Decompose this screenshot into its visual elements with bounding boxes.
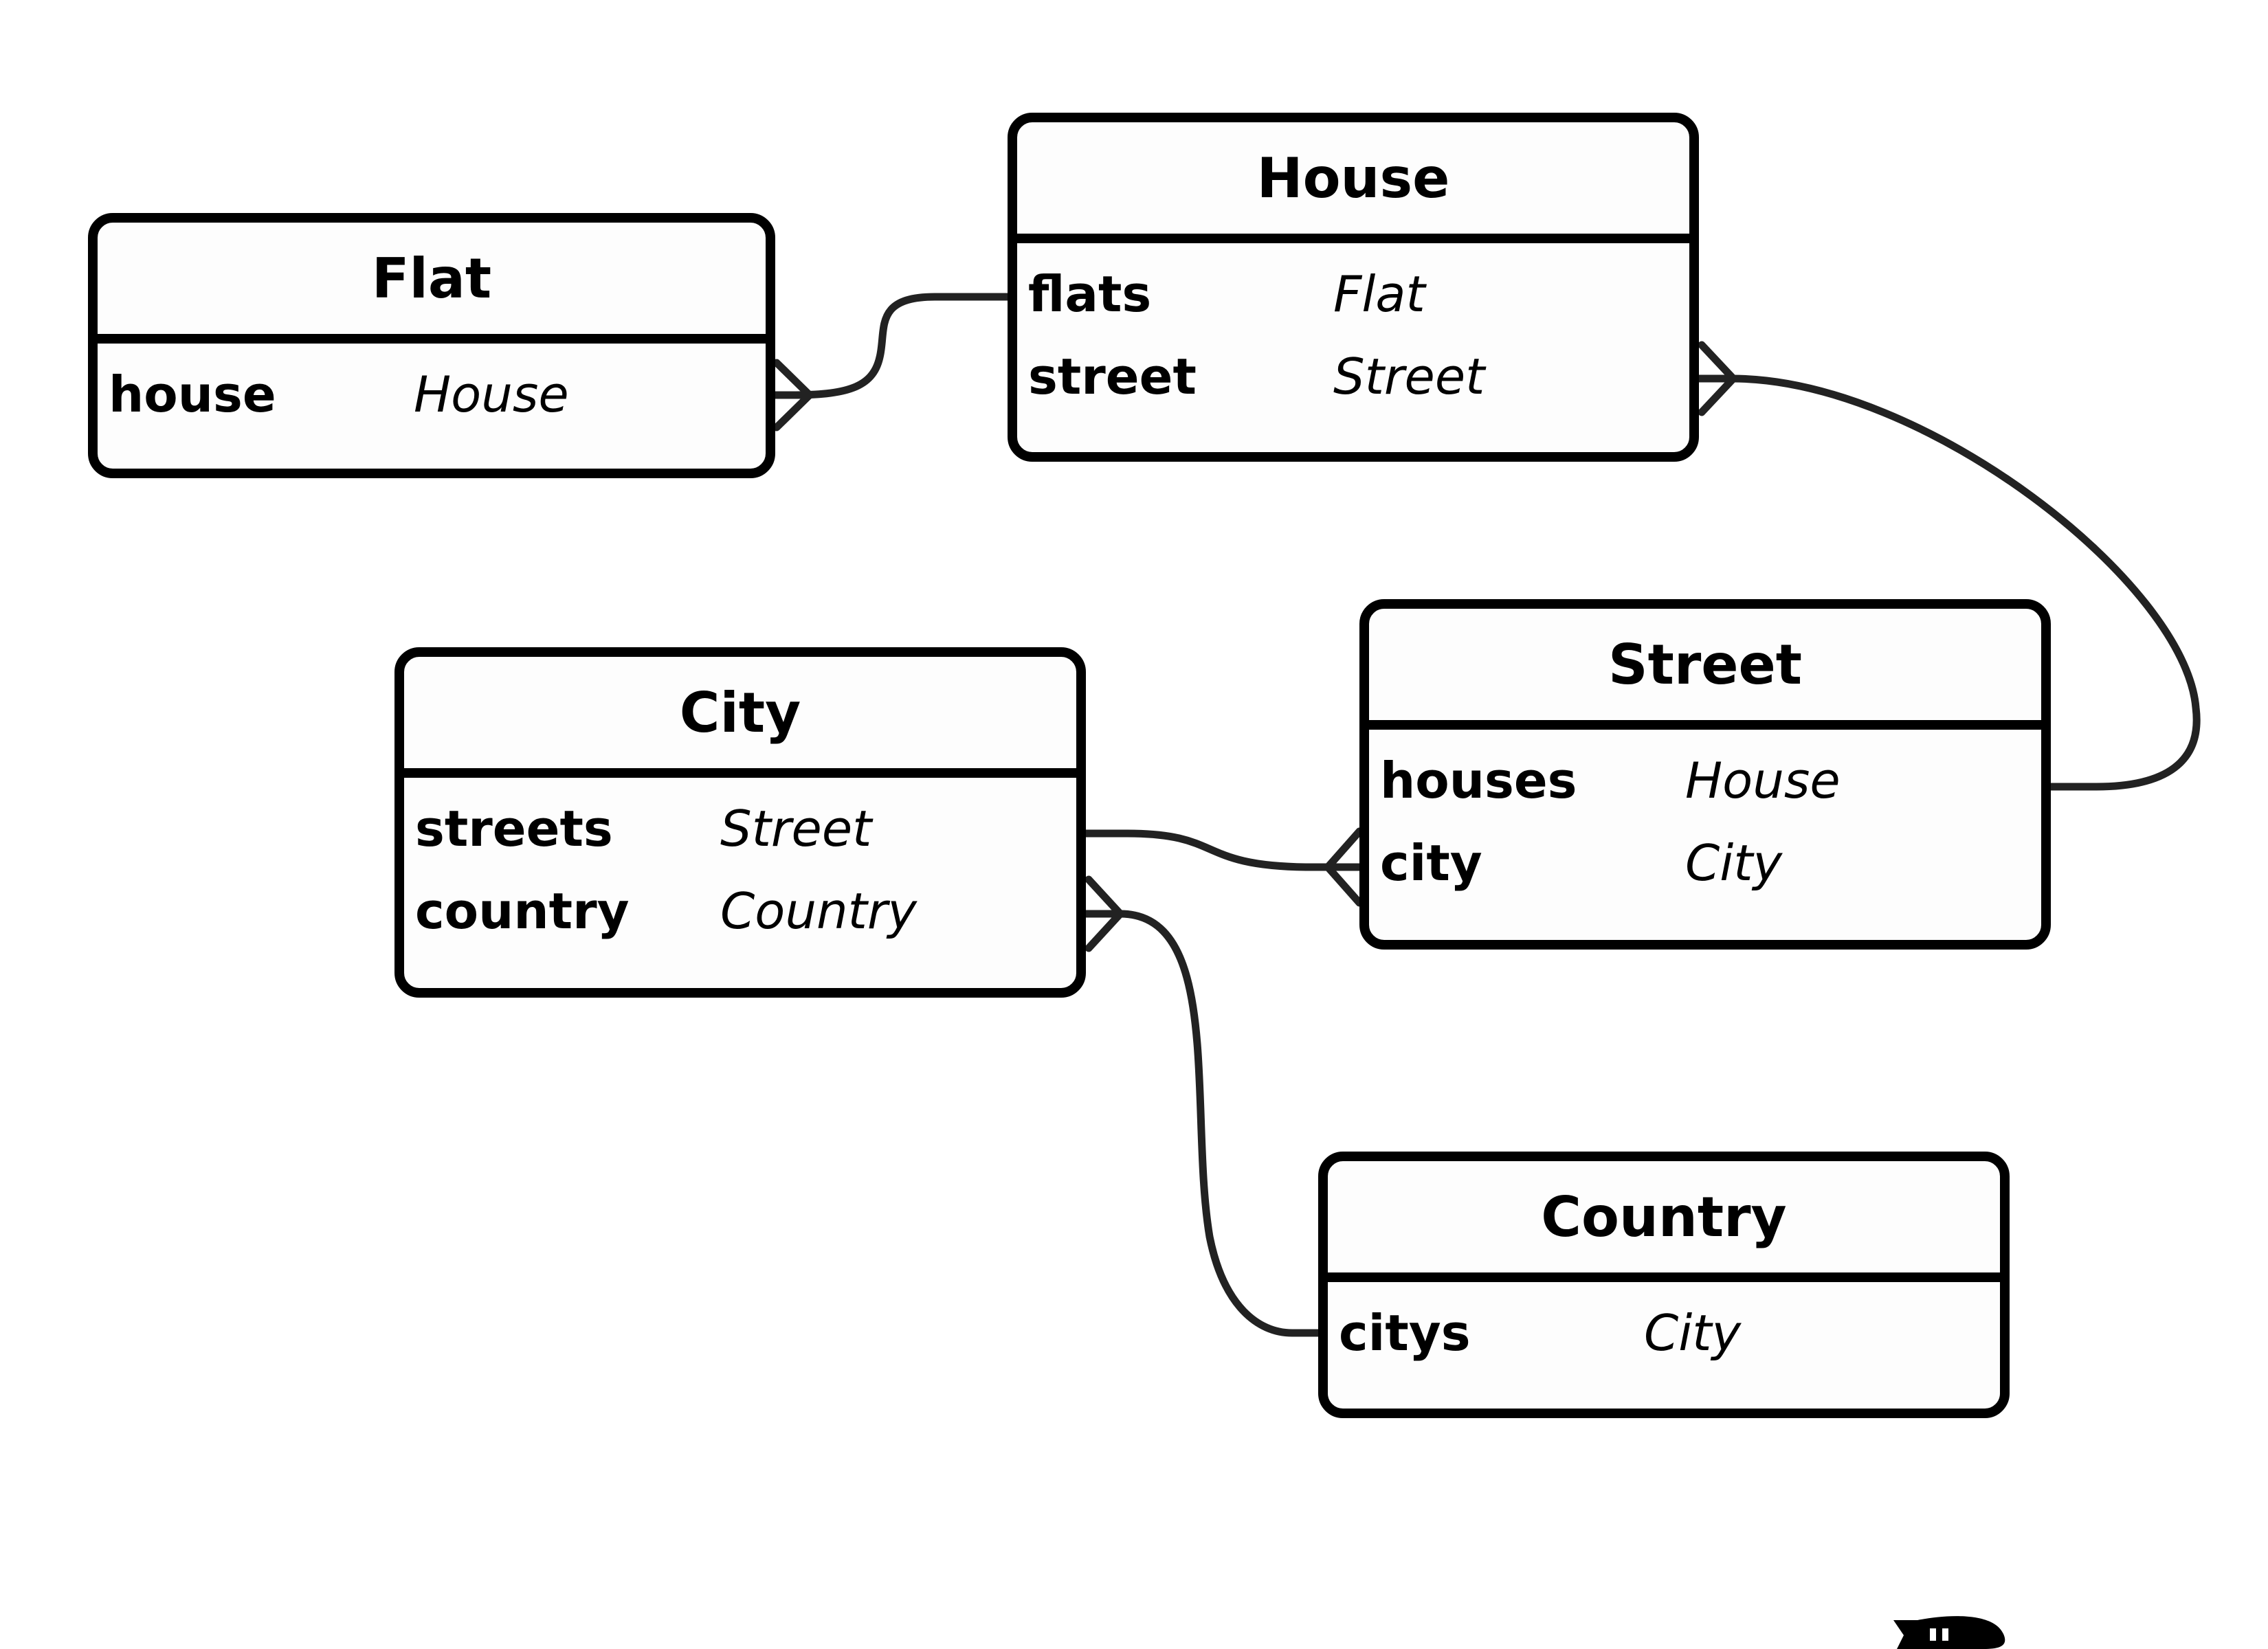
city-country-crow-foot-icon xyxy=(1085,875,1124,952)
relation-city-country-to-country-citys xyxy=(1080,910,1327,1337)
field-type: Flat xyxy=(1333,265,1425,323)
field-name: street xyxy=(1028,348,1197,405)
relation-house-flats-to-flat-house xyxy=(768,293,1016,399)
field-row-house-street[interactable]: street Street xyxy=(1017,338,1689,420)
logo-icon xyxy=(1893,1616,2005,1649)
field-row-country-citys[interactable]: citys City xyxy=(1328,1294,2000,1377)
street-city-crow-foot-icon xyxy=(1324,827,1368,907)
field-type: Street xyxy=(1333,348,1485,405)
field-name: houses xyxy=(1380,752,1577,809)
field-type: Country xyxy=(720,882,918,940)
field-row-flat-house[interactable]: house House xyxy=(98,356,766,438)
field-name: citys xyxy=(1339,1304,1471,1362)
entity-house-title: House xyxy=(1017,122,1689,243)
field-name: country xyxy=(415,882,630,940)
field-row-street-houses[interactable]: houses House xyxy=(1369,742,2041,824)
field-name: city xyxy=(1380,834,1482,892)
entity-city-title: City xyxy=(404,657,1076,778)
field-name: streets xyxy=(415,800,613,857)
field-type: City xyxy=(1685,834,1783,892)
entity-flat[interactable]: Flat house House xyxy=(88,213,775,478)
field-name: flats xyxy=(1028,265,1152,323)
entity-city[interactable]: City streets Street country Country xyxy=(394,647,1086,998)
entity-country-title: Country xyxy=(1328,1161,2000,1282)
field-type: House xyxy=(1685,752,1841,809)
field-row-street-city[interactable]: city City xyxy=(1369,824,2041,907)
entity-street-title: Street xyxy=(1369,609,2041,730)
entity-country[interactable]: Country citys City xyxy=(1318,1152,2010,1418)
field-name: house xyxy=(109,366,276,423)
field-type: City xyxy=(1644,1304,1742,1362)
flat-house-crow-foot-icon xyxy=(772,359,814,431)
relation-house-street-to-street-houses xyxy=(1693,374,2201,791)
entity-street[interactable]: Street houses House city City xyxy=(1359,599,2051,950)
entity-flat-title: Flat xyxy=(98,223,766,344)
entity-house[interactable]: House flats Flat street Street xyxy=(1008,113,1699,462)
field-row-city-country[interactable]: country Country xyxy=(404,873,1076,955)
house-street-crow-foot-icon xyxy=(1698,341,1737,416)
field-row-house-flats[interactable]: flats Flat xyxy=(1017,256,1689,338)
field-type: House xyxy=(414,366,569,423)
field-row-city-streets[interactable]: streets Street xyxy=(404,790,1076,873)
relation-city-streets-to-street-city xyxy=(1080,829,1368,871)
field-type: Street xyxy=(720,800,872,857)
